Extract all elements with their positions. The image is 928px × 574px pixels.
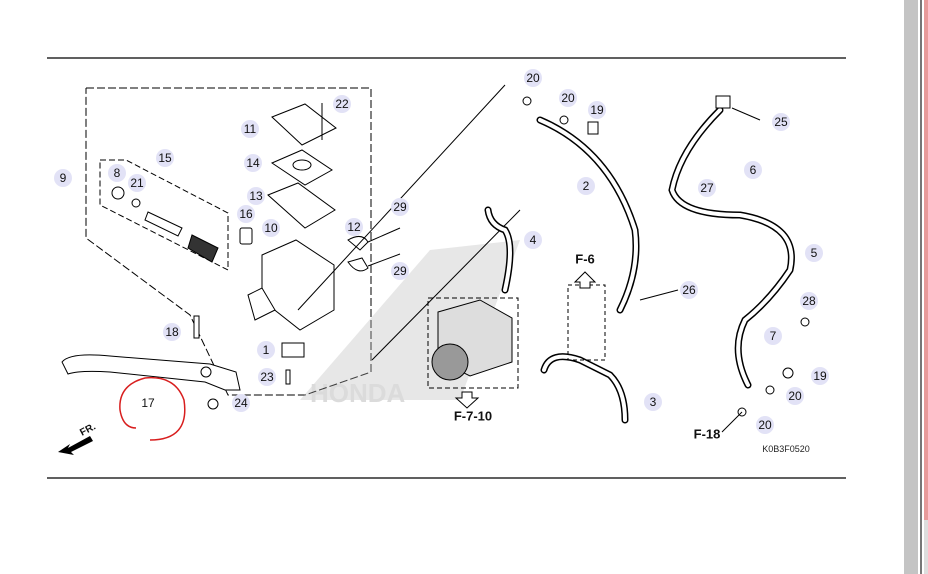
arrow-up-f6 — [573, 271, 597, 289]
piston-kit — [111, 186, 219, 263]
svg-text:HONDA: HONDA — [310, 378, 406, 408]
adjacent-window-edge-lower — [924, 520, 928, 574]
callout-25: 25 — [772, 113, 790, 131]
adjacent-window-edge — [924, 0, 928, 520]
callout-4: 4 — [524, 231, 542, 249]
callout-16: 16 — [237, 205, 255, 223]
callout-5: 5 — [805, 244, 823, 262]
callout-13: 13 — [247, 187, 265, 205]
callout-29a: 29 — [391, 198, 409, 216]
ref-f6: F-6 — [575, 251, 595, 267]
switch-and-bolts — [281, 342, 305, 385]
callout-10: 10 — [262, 219, 280, 237]
callout-6: 6 — [744, 161, 762, 179]
callout-3: 3 — [644, 393, 662, 411]
fasteners — [522, 95, 810, 433]
drawing-code: K0B3F0520 — [762, 444, 810, 454]
callout-20c: 20 — [786, 387, 804, 405]
callout-22: 22 — [333, 95, 351, 113]
hose-bracket-box — [567, 284, 606, 361]
callout-8: 8 — [108, 164, 126, 182]
callout-14: 14 — [244, 154, 262, 172]
brake-hoses-inner — [486, 108, 794, 422]
window-edge — [920, 0, 922, 574]
scrollbar[interactable] — [904, 0, 918, 574]
brake-lever — [61, 315, 241, 410]
callout-1: 1 — [257, 341, 275, 359]
brake-hoses — [484, 106, 795, 424]
callout-21: 21 — [128, 174, 146, 192]
callout-20b: 20 — [559, 89, 577, 107]
callout-15: 15 — [156, 149, 174, 167]
callout-12: 12 — [345, 218, 363, 236]
callout-27: 27 — [698, 179, 716, 197]
front-arrow-icon — [58, 436, 93, 455]
callout-19b: 19 — [811, 367, 829, 385]
callout-24: 24 — [232, 394, 250, 412]
callout-23: 23 — [258, 368, 276, 386]
ref-f18: F-18 — [693, 426, 721, 442]
callout-26: 26 — [680, 281, 698, 299]
callout-11: 11 — [241, 120, 259, 138]
callout-9: 9 — [54, 169, 72, 187]
abs-group-box — [427, 297, 519, 389]
red-annotation-circle — [119, 376, 186, 441]
ref-f7-10: F-7-10 — [453, 408, 493, 424]
abs-modulator — [431, 299, 513, 381]
callout-18: 18 — [163, 323, 181, 341]
callout-17: 17 — [141, 396, 155, 410]
reservoir-cap — [239, 103, 337, 331]
piston-kit-box — [99, 159, 229, 271]
callout-28: 28 — [800, 292, 818, 310]
callout-20d: 20 — [756, 416, 774, 434]
callout-29b: 29 — [391, 262, 409, 280]
arrow-down-f710 — [454, 391, 480, 409]
clamp — [347, 227, 401, 272]
master-cylinder-group-box — [85, 87, 372, 396]
callout-2: 2 — [577, 177, 595, 195]
callout-7: 7 — [764, 327, 782, 345]
callout-20a: 20 — [524, 69, 542, 87]
callout-19a: 19 — [588, 101, 606, 119]
